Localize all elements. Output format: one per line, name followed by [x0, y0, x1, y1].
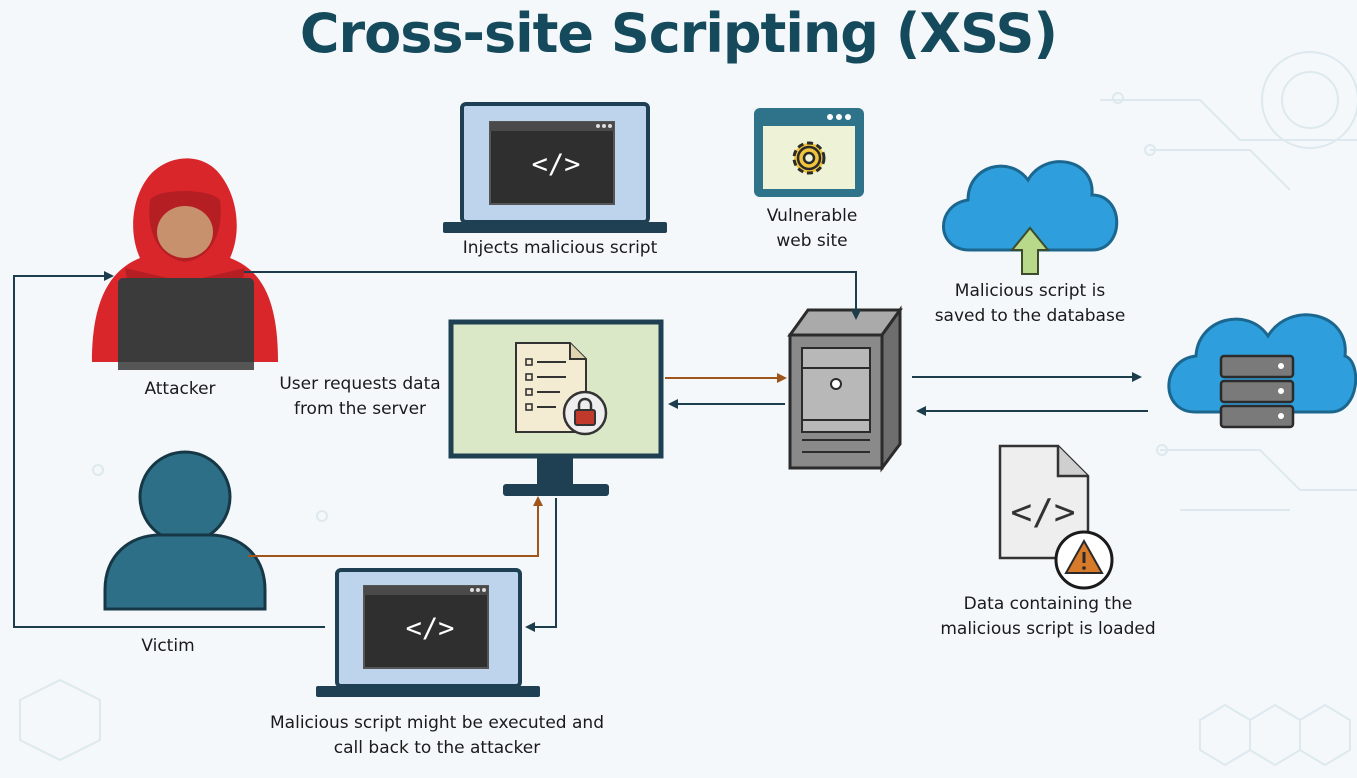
label-victim-text: Victim — [141, 636, 195, 656]
label-vulnerable-site: Vulnerable web site — [740, 204, 884, 254]
code-glyph-inject-laptop: </> — [532, 149, 581, 180]
code-glyph-script-file: </> — [1010, 492, 1075, 533]
victim-body — [103, 533, 267, 611]
label-user-requests-line1: User requests data — [279, 374, 441, 394]
label-user-requests-line2: from the server — [293, 399, 427, 419]
label-vulnerable-line1: Vulnerable — [766, 206, 858, 226]
database-icon — [1219, 354, 1295, 429]
arrow-laptop-to-attacker — [13, 271, 325, 628]
attacker-face — [157, 206, 213, 258]
connectors — [13, 271, 1148, 632]
execute-laptop — [316, 568, 540, 697]
victim-head — [138, 450, 232, 544]
arrow-victim-to-monitor — [248, 496, 543, 557]
inject-laptop — [443, 102, 667, 233]
victim-figure — [103, 450, 267, 611]
warning-icon — [1054, 530, 1114, 590]
label-victim: Victim — [110, 634, 226, 659]
database-cloud — [1167, 313, 1357, 429]
arrow-attacker-to-server — [244, 271, 861, 320]
label-injects-text: Injects malicious script — [462, 238, 658, 258]
label-executed: Malicious script might be executed and c… — [240, 711, 634, 761]
lock-icon — [562, 390, 608, 436]
script-file — [998, 444, 1114, 590]
label-loaded-line2: malicious script is loaded — [940, 619, 1156, 639]
label-loaded: Data containing the malicious script is … — [916, 592, 1180, 642]
vulnerable-site-window — [754, 108, 864, 197]
label-executed-line2: call back to the attacker — [333, 738, 541, 758]
label-injects: Injects malicious script — [440, 236, 680, 261]
label-vulnerable-line2: web site — [776, 231, 848, 251]
server-tower — [787, 305, 903, 473]
background-circuit-decoration — [19, 51, 1357, 767]
code-glyph-execute-laptop: </> — [406, 613, 455, 644]
attacker-laptop — [118, 278, 254, 370]
attacker-figure — [92, 158, 278, 370]
label-saved-line2: saved to the database — [934, 306, 1126, 326]
label-saved-db: Malicious script is saved to the databas… — [910, 279, 1150, 329]
user-monitor — [448, 319, 664, 496]
label-user-requests: User requests data from the server — [258, 372, 462, 422]
label-executed-line1: Malicious script might be executed and — [270, 713, 604, 733]
label-loaded-line1: Data containing the — [963, 594, 1133, 614]
diagram-title: Cross-site Scripting (XSS) — [299, 2, 1058, 65]
database-cloud-upload — [942, 160, 1119, 275]
arrow-monitor-to-laptop — [525, 498, 557, 632]
label-attacker-text: Attacker — [144, 379, 216, 399]
gear-icon — [792, 141, 826, 175]
upload-arrow-icon — [1009, 226, 1051, 275]
label-attacker: Attacker — [120, 377, 240, 402]
label-saved-line1: Malicious script is — [954, 281, 1106, 301]
